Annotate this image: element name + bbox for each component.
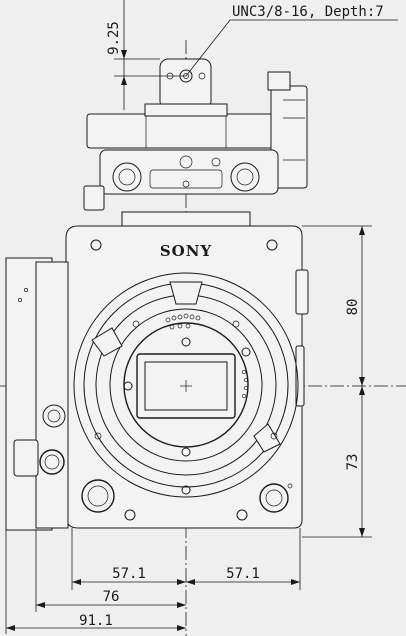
dim-57-arrow-mr xyxy=(186,579,195,585)
dim-76-arrow-r xyxy=(177,602,186,608)
dim-top-offset-label: 9.25 xyxy=(106,21,122,55)
side-inner-panel xyxy=(35,261,69,529)
shoe-screw-right xyxy=(198,72,206,80)
contact-7 xyxy=(169,324,175,330)
button-indicator xyxy=(287,483,293,489)
dim-91-label: 91.1 xyxy=(79,613,113,629)
dim-80-arrow-bottom xyxy=(359,377,365,386)
mount-outer-ring xyxy=(73,272,299,498)
rail-hole-right-inner xyxy=(236,168,254,186)
sensor-outer-frame xyxy=(136,353,236,419)
assign-button-left xyxy=(81,479,115,513)
mount-screw-right xyxy=(241,347,251,357)
rail-hole-right xyxy=(230,162,260,192)
dim-76-label: 76 xyxy=(103,589,120,605)
dim-top-arrow-2 xyxy=(121,76,127,85)
side-port-housing xyxy=(13,439,39,477)
rail-right-screw xyxy=(211,157,221,167)
dim-left-half-label: 57.1 xyxy=(112,566,146,582)
side-connector-bottom-inner xyxy=(44,454,60,470)
side-dot-2 xyxy=(24,288,28,292)
thread-leader xyxy=(185,19,398,77)
contact-11 xyxy=(243,377,249,383)
side-connector-top xyxy=(42,404,66,428)
accessory-shoe-block xyxy=(159,58,212,110)
contact-8 xyxy=(177,323,183,329)
dim-top-offset: 9.25 xyxy=(106,0,186,110)
body-front-plate xyxy=(65,225,303,529)
handle-left-foot xyxy=(83,185,105,211)
corner-screw-br xyxy=(236,509,248,521)
bayonet-lug-top xyxy=(169,281,203,305)
handle-mount-rail xyxy=(99,149,279,195)
assign-button-right xyxy=(259,483,289,513)
dim-upper-height-label: 80 xyxy=(345,299,361,316)
corner-screw-tl xyxy=(90,239,102,251)
dim-57-arrow-r xyxy=(291,579,300,585)
dim-57-arrow-l xyxy=(72,579,81,585)
dim-91-arrow-r xyxy=(177,625,186,631)
handle-neck xyxy=(121,211,251,227)
dim-57-arrow-ml xyxy=(177,579,186,585)
thread-callout: UNC3/8-16, Depth:7 xyxy=(185,4,398,77)
side-connector-top-inner xyxy=(47,409,61,423)
brand-label: SONY xyxy=(160,242,212,260)
front-screw-bottom xyxy=(181,485,191,495)
corner-screw-tr xyxy=(266,239,278,251)
dim-right-half-label: 57.1 xyxy=(226,566,260,582)
dim-73-arrow-bottom xyxy=(359,528,365,537)
mount-ring-4 xyxy=(109,308,263,462)
dim-top-arrow-1 xyxy=(121,50,127,59)
contact-9 xyxy=(185,323,191,329)
side-knob-cap xyxy=(267,71,291,91)
mount-screw-bottom xyxy=(181,447,191,457)
right-side-bulge xyxy=(295,269,309,315)
ring-screw-4 xyxy=(132,320,140,328)
contact-5 xyxy=(189,314,195,320)
top-handle xyxy=(83,58,308,227)
dim-73-arrow-top xyxy=(359,386,365,395)
handle-bar xyxy=(86,113,286,149)
bayonet-lug-right xyxy=(253,423,281,453)
thread-note: UNC3/8-16, Depth:7 xyxy=(232,4,384,20)
dim-80-arrow-top xyxy=(359,226,365,235)
contact-6 xyxy=(195,315,201,321)
contact-13 xyxy=(241,393,247,399)
assign-button-right-inner xyxy=(265,489,283,507)
dim-vertical-right: 80 73 xyxy=(302,225,372,538)
side-connector-bottom xyxy=(39,449,65,475)
sensor-area xyxy=(144,361,228,411)
ring-screw-3 xyxy=(232,320,240,328)
contact-2 xyxy=(171,315,177,321)
contact-10 xyxy=(241,369,247,375)
lens-contacts xyxy=(165,313,249,399)
dim-76-arrow-l xyxy=(36,602,45,608)
contact-1 xyxy=(165,317,171,323)
contact-3 xyxy=(177,314,183,320)
corner-screw-bl xyxy=(124,509,136,521)
side-dot-1 xyxy=(18,298,22,302)
ring-screw-2 xyxy=(270,432,278,440)
contact-4 xyxy=(183,313,189,319)
bayonet-lug-left xyxy=(91,327,123,357)
camera-body: SONY xyxy=(5,225,309,531)
rail-center-slot xyxy=(149,169,223,189)
dim-horizontal-bottom: 57.1 57.1 76 91.1 xyxy=(5,528,301,634)
ring-screw-1 xyxy=(94,432,102,440)
assign-button-left-inner xyxy=(87,485,109,507)
rail-hole-left-inner xyxy=(118,168,136,186)
handle-top-plate xyxy=(144,103,228,117)
contact-12 xyxy=(243,385,249,391)
rail-center-screw xyxy=(179,155,193,169)
dim-91-arrow-l xyxy=(6,625,15,631)
dim-lower-height-label: 73 xyxy=(345,454,361,471)
mount-screw-top xyxy=(181,337,191,347)
rail-lower-screw xyxy=(182,180,190,188)
rail-hole-left xyxy=(112,162,142,192)
mount-screw-left xyxy=(123,381,133,391)
